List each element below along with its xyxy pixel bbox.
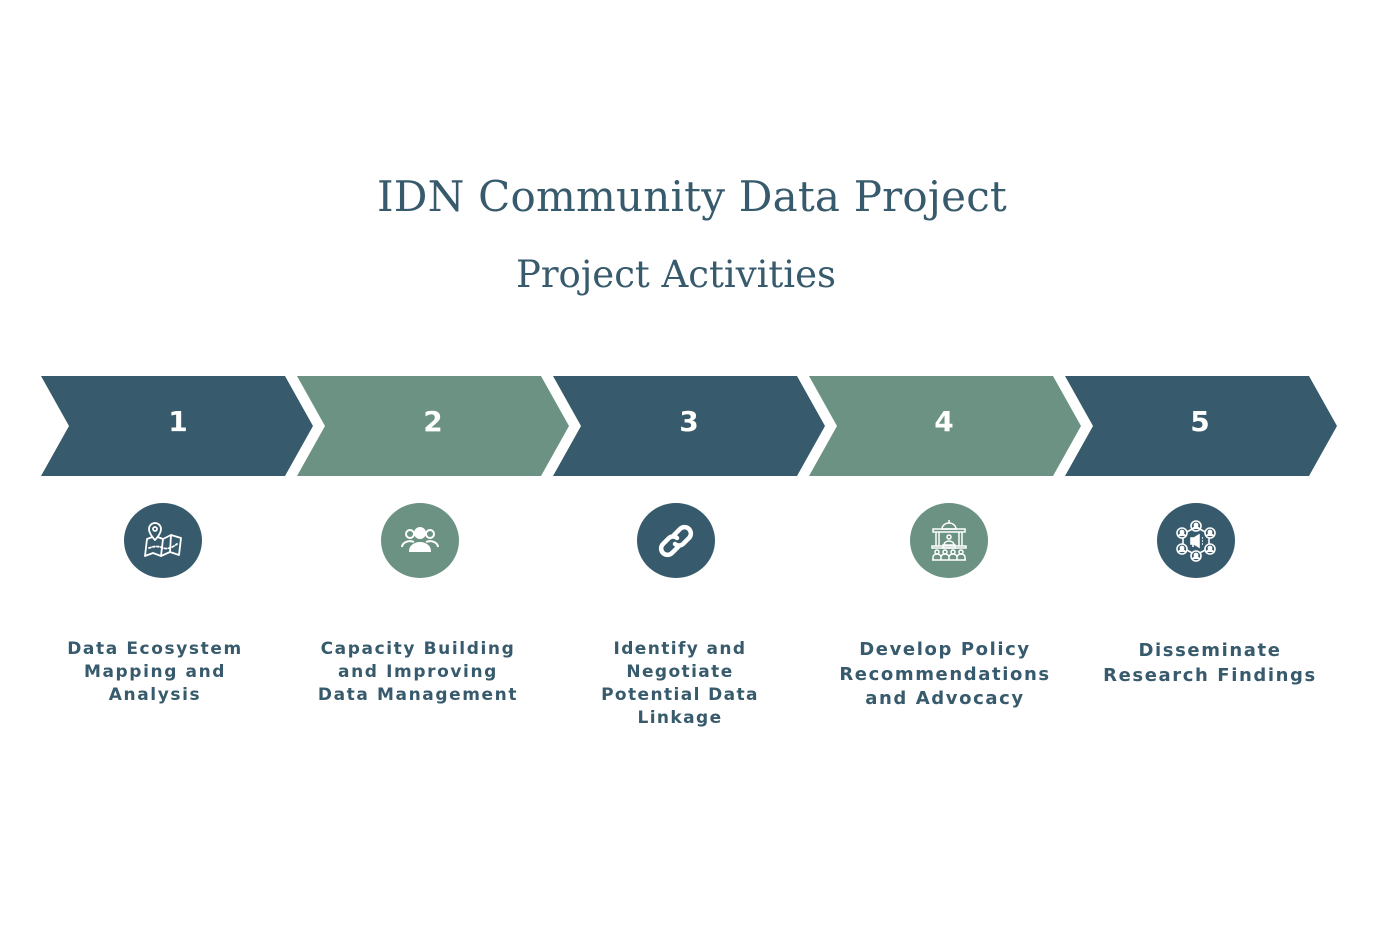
step-label-line: Research Findings [1103, 665, 1317, 686]
chevron-step-4 [809, 376, 1081, 476]
step-label-4: Develop Policy Recommendations and Advoc… [815, 638, 1075, 712]
step-number-1: 1 [168, 405, 188, 438]
step-label-5: Disseminate Research Findings [1079, 638, 1341, 688]
step-label-line: Disseminate [1138, 640, 1282, 661]
step-number-5: 5 [1190, 405, 1210, 438]
step-label-1: Data Ecosystem Mapping and Analysis [35, 638, 275, 707]
chevron-step-1 [41, 376, 313, 476]
page-title: IDN Community Data Project [376, 172, 1007, 221]
step-label-line: Recommendations [839, 663, 1051, 685]
people-group-icon [401, 526, 439, 552]
step-icon-circle-2 [381, 503, 459, 578]
step-label-line: Data Ecosystem [67, 639, 243, 659]
step-label-line: Capacity Building [320, 639, 516, 659]
step-number-2: 2 [423, 405, 443, 438]
network-megaphone-icon [1176, 519, 1216, 562]
page-subtitle: Project Activities [515, 253, 837, 296]
step-label-2: Capacity Building and Improving Data Man… [298, 638, 538, 707]
chevron-step-2 [297, 376, 569, 476]
step-label-line: Analysis [108, 685, 202, 705]
map-location-icon [144, 521, 182, 557]
step-number-4: 4 [934, 405, 954, 438]
step-label-line: Mapping and [83, 662, 227, 682]
step-label-line: Identify and [613, 639, 747, 659]
step-label-line: Negotiate [626, 662, 734, 682]
step-label-line: Potential Data [601, 685, 759, 705]
step-label-line: Data Management [317, 685, 519, 705]
step-icon-circle-1 [124, 503, 202, 578]
government-building-icon [931, 519, 967, 561]
step-label-line: Linkage [637, 708, 723, 728]
link-icon [658, 524, 694, 557]
step-icon-circle-4 [910, 503, 988, 578]
step-icon-circle-5 [1157, 503, 1235, 578]
chevron-step-3 [553, 376, 825, 476]
chevron-step-5 [1065, 376, 1337, 476]
step-label-line: and Improving [338, 662, 498, 682]
step-label-line: and Advocacy [865, 688, 1025, 709]
step-label-3: Identify and Negotiate Potential Data Li… [560, 638, 800, 730]
step-number-3: 3 [679, 405, 699, 438]
step-icon-circle-3 [637, 503, 715, 578]
step-label-line: Develop Policy [859, 639, 1031, 660]
